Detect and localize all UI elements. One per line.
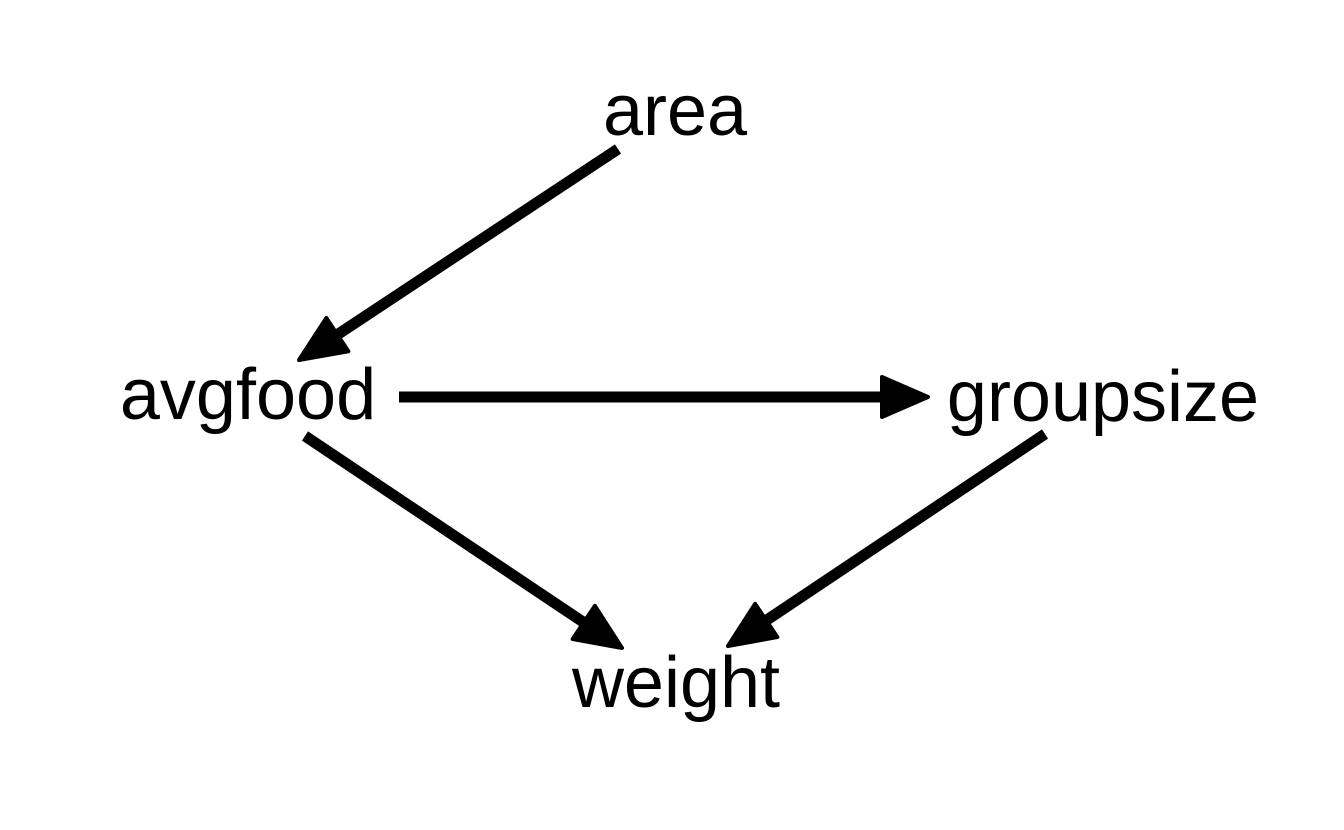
edge-line — [761, 429, 1049, 627]
edge-groupsize-to-weight — [726, 429, 1049, 648]
nodes-layer: area avgfood groupsize weight — [120, 71, 1259, 723]
arrowhead-icon — [297, 315, 351, 362]
node-groupsize: groupsize — [947, 357, 1259, 437]
edge-area-to-avgfood — [297, 144, 622, 362]
edge-avgfood-to-groupsize — [399, 375, 930, 419]
arrowhead-icon — [570, 603, 624, 650]
edges-layer — [297, 144, 1049, 650]
edge-line — [332, 144, 622, 341]
arrowhead-icon — [726, 601, 780, 648]
edge-line — [301, 431, 589, 629]
node-area: area — [603, 71, 748, 151]
node-avgfood: avgfood — [120, 355, 376, 435]
edge-avgfood-to-weight — [301, 431, 624, 650]
arrowhead-icon — [880, 375, 930, 419]
node-weight: weight — [571, 643, 780, 723]
